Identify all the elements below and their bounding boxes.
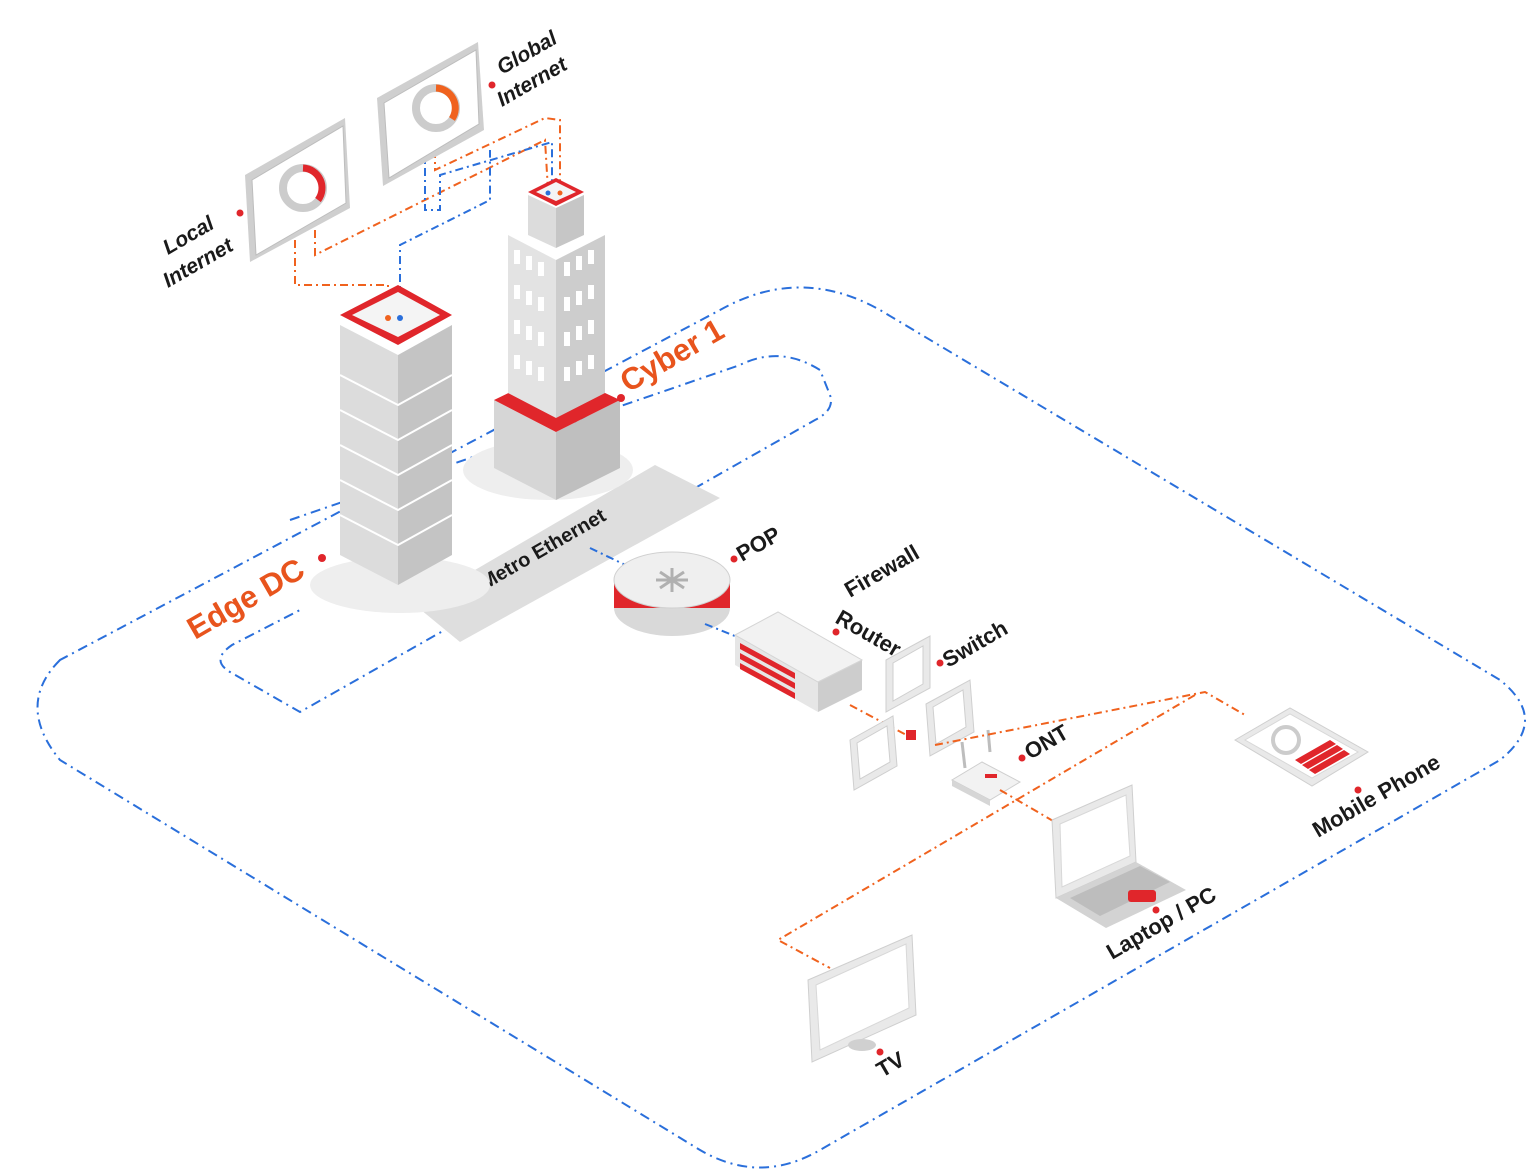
tv-icon: [848, 1039, 876, 1051]
router-firewall-box: [733, 611, 864, 712]
local-internet-monitor: [245, 118, 350, 262]
link-pop-to-firewall: [704, 623, 746, 641]
metro-ethernet-loop: [219, 355, 832, 714]
laptop-pc-dot: [1152, 906, 1160, 914]
metro-ethernet-band: [415, 465, 720, 642]
router-disc-icon: [656, 568, 688, 592]
link-global-internet-blue: [424, 140, 553, 211]
mobile-phone-dot: [1354, 786, 1362, 794]
firewall-label: Firewall: [840, 540, 923, 603]
switch-panels-icon: [906, 730, 916, 740]
link-ont-to-tv: [934, 690, 1246, 746]
ont-modem: [950, 729, 1022, 806]
mobile-phone-icon: [1271, 725, 1301, 755]
link-backbone-to-tv: [775, 694, 1196, 969]
tv-dot: [876, 1048, 884, 1056]
cyber1-dot: [617, 394, 625, 402]
switch-label: Switch: [938, 615, 1012, 672]
switch-panels: [849, 635, 975, 791]
global-internet-dot: [488, 81, 496, 89]
cyber1-label: Cyber 1: [614, 312, 730, 399]
router-firewall-dot: [832, 628, 840, 636]
edge-dc-dot: [318, 554, 326, 562]
laptop-device: [1051, 784, 1186, 928]
firewall-box-icon: [740, 643, 795, 699]
mobile-phone-device: [1234, 707, 1369, 787]
ont-dot: [1018, 754, 1026, 762]
link-global-to-dc-blue: [399, 150, 491, 318]
edge-dc-label: Edge DC: [181, 551, 310, 646]
local-internet-dot: [236, 209, 244, 217]
pop-label: POP: [732, 521, 785, 566]
link-firewall-to-switch: [849, 704, 913, 739]
link-local-internet-orange: [294, 240, 389, 318]
edge-dc-tower: [310, 285, 490, 613]
switch-dot: [936, 659, 944, 667]
link-ont-to-laptop: [999, 789, 1061, 826]
global-internet-monitor: [377, 42, 484, 186]
laptop-icon: [1128, 890, 1156, 902]
pop-router: [613, 551, 731, 636]
link-global-internet-orange: [434, 116, 561, 190]
service-area-boundary: [36, 286, 1526, 1169]
link-local-internet-blue: [314, 138, 549, 257]
cyber1-building: [463, 178, 633, 500]
pop-dot: [730, 555, 738, 563]
tv-device: [807, 934, 917, 1063]
ont-modem-icon: [985, 774, 997, 778]
